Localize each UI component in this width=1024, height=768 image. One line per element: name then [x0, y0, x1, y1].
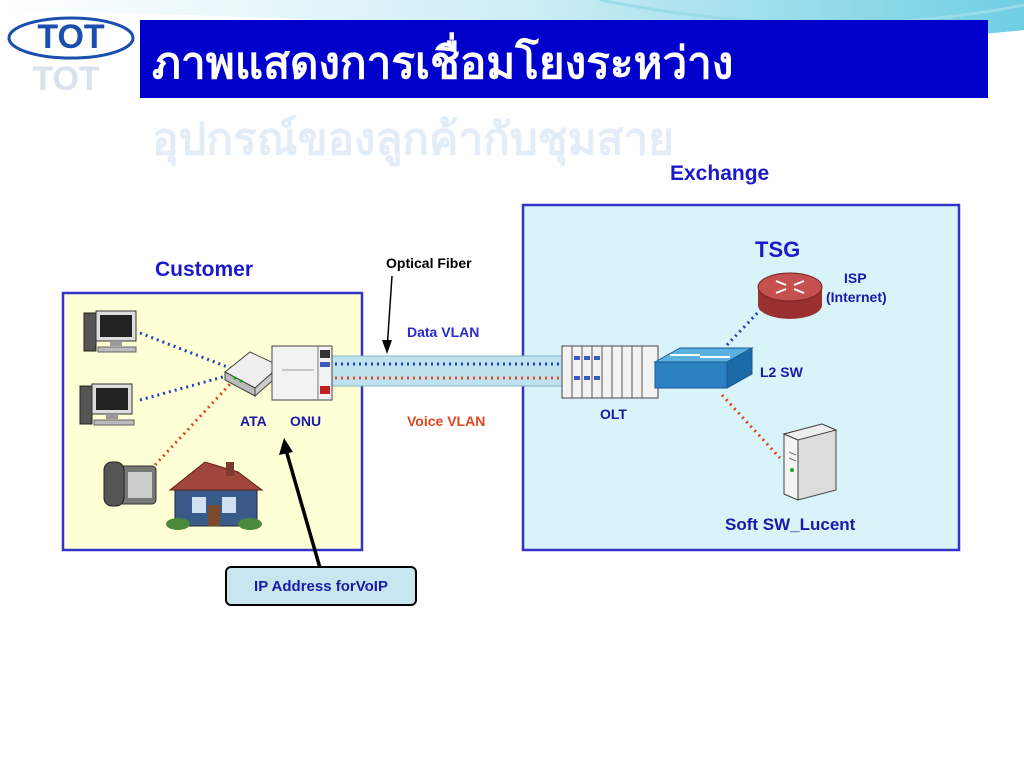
olt-device-icon — [561, 345, 659, 399]
fiber-pipe — [329, 355, 567, 387]
pc1-link — [139, 331, 231, 370]
olt-label: OLT — [600, 406, 627, 422]
exchange-label: Exchange — [670, 162, 769, 185]
logo-text: TOT — [37, 18, 105, 56]
phone-link — [153, 380, 234, 467]
customer-label: Customer — [155, 258, 253, 281]
title-banner — [140, 20, 988, 98]
isp-label-line1: ISP — [844, 270, 867, 286]
voice-vlan-label: Voice VLAN — [407, 413, 485, 429]
l2sw-label: L2 SW — [760, 364, 804, 380]
softswitch-link — [720, 393, 782, 460]
tot-logo: TOT TOT — [6, 12, 136, 98]
telephone-icon — [103, 461, 157, 507]
isp-label-line2: (Internet) — [826, 289, 887, 305]
server-icon — [782, 423, 838, 501]
voip-pointer-head — [279, 438, 293, 455]
voip-callout: IP Address forVoIP — [225, 566, 417, 606]
house-icon — [166, 461, 264, 530]
router-icon — [757, 272, 823, 319]
softsw-label: Soft SW_Lucent — [725, 515, 856, 534]
tsg-label: TSG — [755, 237, 800, 262]
onu-label: ONU — [290, 413, 321, 429]
switch-icon — [653, 347, 754, 389]
computer-icon — [83, 310, 137, 353]
fiber-pointer — [386, 275, 393, 351]
ata-label: ATA — [240, 413, 267, 429]
fiber-pointer-head — [382, 340, 392, 354]
onu-device-icon — [271, 345, 333, 401]
voip-pointer — [284, 449, 322, 569]
optical-fiber-label: Optical Fiber — [386, 255, 472, 271]
logo-reflection: TOT — [32, 60, 100, 92]
page-subtitle: อุปกรณ์ของลูกค้ากับชุมสาย — [152, 114, 674, 165]
page-title: ภาพแสดงการเชื่อมโยงระหว่าง — [152, 38, 734, 89]
computer-icon — [79, 383, 135, 426]
data-vlan-label: Data VLAN — [407, 324, 479, 340]
